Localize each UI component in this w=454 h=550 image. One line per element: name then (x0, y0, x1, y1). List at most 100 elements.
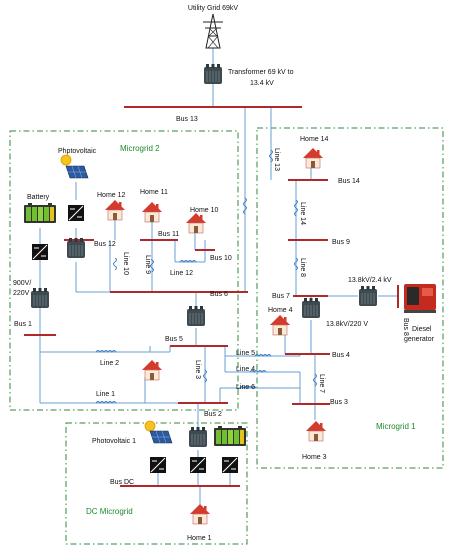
photovoltaic1-label: Photovoltaic 1 (92, 438, 136, 445)
house-icon (141, 201, 163, 223)
line7-label: Line 7 (318, 374, 325, 393)
microgrid-2-label: Microgrid 2 (120, 144, 160, 153)
home11-label: Home 11 (140, 189, 168, 196)
dc-microgrid-frame (65, 422, 248, 545)
home1-label: Home 1 (187, 535, 212, 542)
home4-label: Home 4 (268, 307, 293, 314)
line14-label: Line 14 (299, 202, 306, 225)
battery-label: Battery (27, 194, 50, 201)
microgrid-1-frame (256, 127, 444, 469)
sun-icon (60, 154, 72, 166)
line-coil (313, 373, 317, 387)
diesel-label-2: generator (404, 336, 435, 343)
bus14-label: Bus 14 (338, 178, 360, 185)
bus8-label: Bus 8 (402, 318, 409, 336)
diesel-label-1: Diesel (412, 326, 432, 333)
transformer-icon (186, 305, 206, 327)
battery-icon (214, 426, 246, 446)
house-icon (302, 147, 324, 169)
solar-panel-icon (65, 165, 89, 179)
line1-label: Line 1 (96, 391, 115, 398)
home14-label: Home 14 (300, 136, 329, 143)
bus6-label: Bus 6 (210, 291, 228, 298)
line-coil (95, 401, 117, 404)
trafo-diesel-label: 13.8kV/2.4 kV (348, 277, 392, 284)
line4-label: Line 4 (236, 366, 255, 373)
transformer-main-label-2: 13.4 kV (250, 80, 274, 87)
trafo-bus7-label: 13.8kV/220 V (326, 321, 368, 328)
transformer-icon (358, 285, 378, 307)
line-coil (294, 257, 298, 271)
house-icon (189, 503, 211, 525)
line9-label: Line 9 (144, 255, 151, 274)
bus5-label: Bus 5 (165, 336, 183, 343)
transformer-icon (203, 63, 223, 85)
inverter-rating-label-1: 900V/ (13, 280, 31, 287)
solar-panel-icon (149, 430, 173, 444)
bus10-label: Bus 10 (210, 255, 232, 262)
line-coil (294, 199, 298, 217)
house-icon (141, 359, 163, 381)
busdc-label: Bus DC (110, 479, 134, 486)
line-coil (95, 350, 117, 353)
bus9-label: Bus 9 (332, 239, 350, 246)
transformer-main-label-1: Transformer 69 kV to (228, 69, 294, 76)
line2-label: Line 2 (100, 360, 119, 367)
home12-label: Home 12 (97, 192, 126, 199)
house-icon (185, 212, 207, 234)
buses (24, 106, 399, 487)
transformer-icon (188, 426, 208, 448)
photovoltaic-mg2-label: Phptovoltaic (58, 148, 97, 155)
labels: Utility Grid 69kV Transformer 69 kV to 1… (13, 5, 435, 542)
line5-label: Line 5 (236, 350, 255, 357)
line3-label: Line 3 (194, 360, 201, 379)
bus13-label: Bus 13 (176, 116, 198, 123)
bus7-label: Bus 7 (272, 293, 290, 300)
line8-label: Line 8 (299, 258, 306, 277)
transformer-icon (30, 287, 50, 309)
converter-icon (31, 243, 49, 261)
bus3-label: Bus 3 (330, 399, 348, 406)
line-coil (179, 260, 197, 263)
microgrid-2-frame (9, 130, 239, 411)
line13-label: Line 13 (273, 148, 280, 171)
bus11-label: Bus 11 (158, 231, 179, 238)
line12-label: Line 12 (170, 270, 193, 277)
bus4-label: Bus 4 (332, 352, 350, 359)
house-icon (305, 420, 327, 442)
home3-label: Home 3 (302, 454, 327, 461)
line10-label: Line 10 (122, 252, 129, 275)
line-coil (113, 257, 117, 271)
home10-label: Home 10 (190, 207, 219, 214)
line-coil (203, 369, 207, 383)
line-coil (150, 259, 154, 273)
microgrid-1-label: Microgrid 1 (376, 422, 416, 431)
house-icon (104, 199, 126, 221)
line6-label: Line 6 (236, 384, 255, 391)
transformer-icon (66, 237, 86, 259)
line-coil (249, 370, 267, 373)
line-coil (269, 149, 273, 163)
transmission-tower-icon (203, 13, 223, 49)
converter-icon (67, 204, 85, 222)
line-coil (243, 197, 247, 215)
bus12-label: Bus 12 (94, 241, 116, 248)
line-coil (254, 354, 272, 357)
inverter-rating-label-2: 220V (13, 290, 30, 297)
utility-grid-label: Utility Grid 69kV (188, 5, 239, 12)
line-coil (239, 386, 257, 389)
battery-icon (24, 203, 56, 223)
converter-icon (189, 456, 207, 474)
bus2-label: Bus 2 (204, 411, 222, 418)
dc-microgrid-label: DC Microgrid (86, 507, 133, 516)
bus1-label: Bus 1 (14, 321, 32, 328)
diesel-generator-icon (404, 284, 436, 313)
sun-icon (144, 420, 156, 432)
converter-icon (221, 456, 239, 474)
transformer-icon (301, 297, 321, 319)
line-coils (95, 149, 317, 404)
house-icon (269, 314, 291, 336)
converter-icon (149, 456, 167, 474)
